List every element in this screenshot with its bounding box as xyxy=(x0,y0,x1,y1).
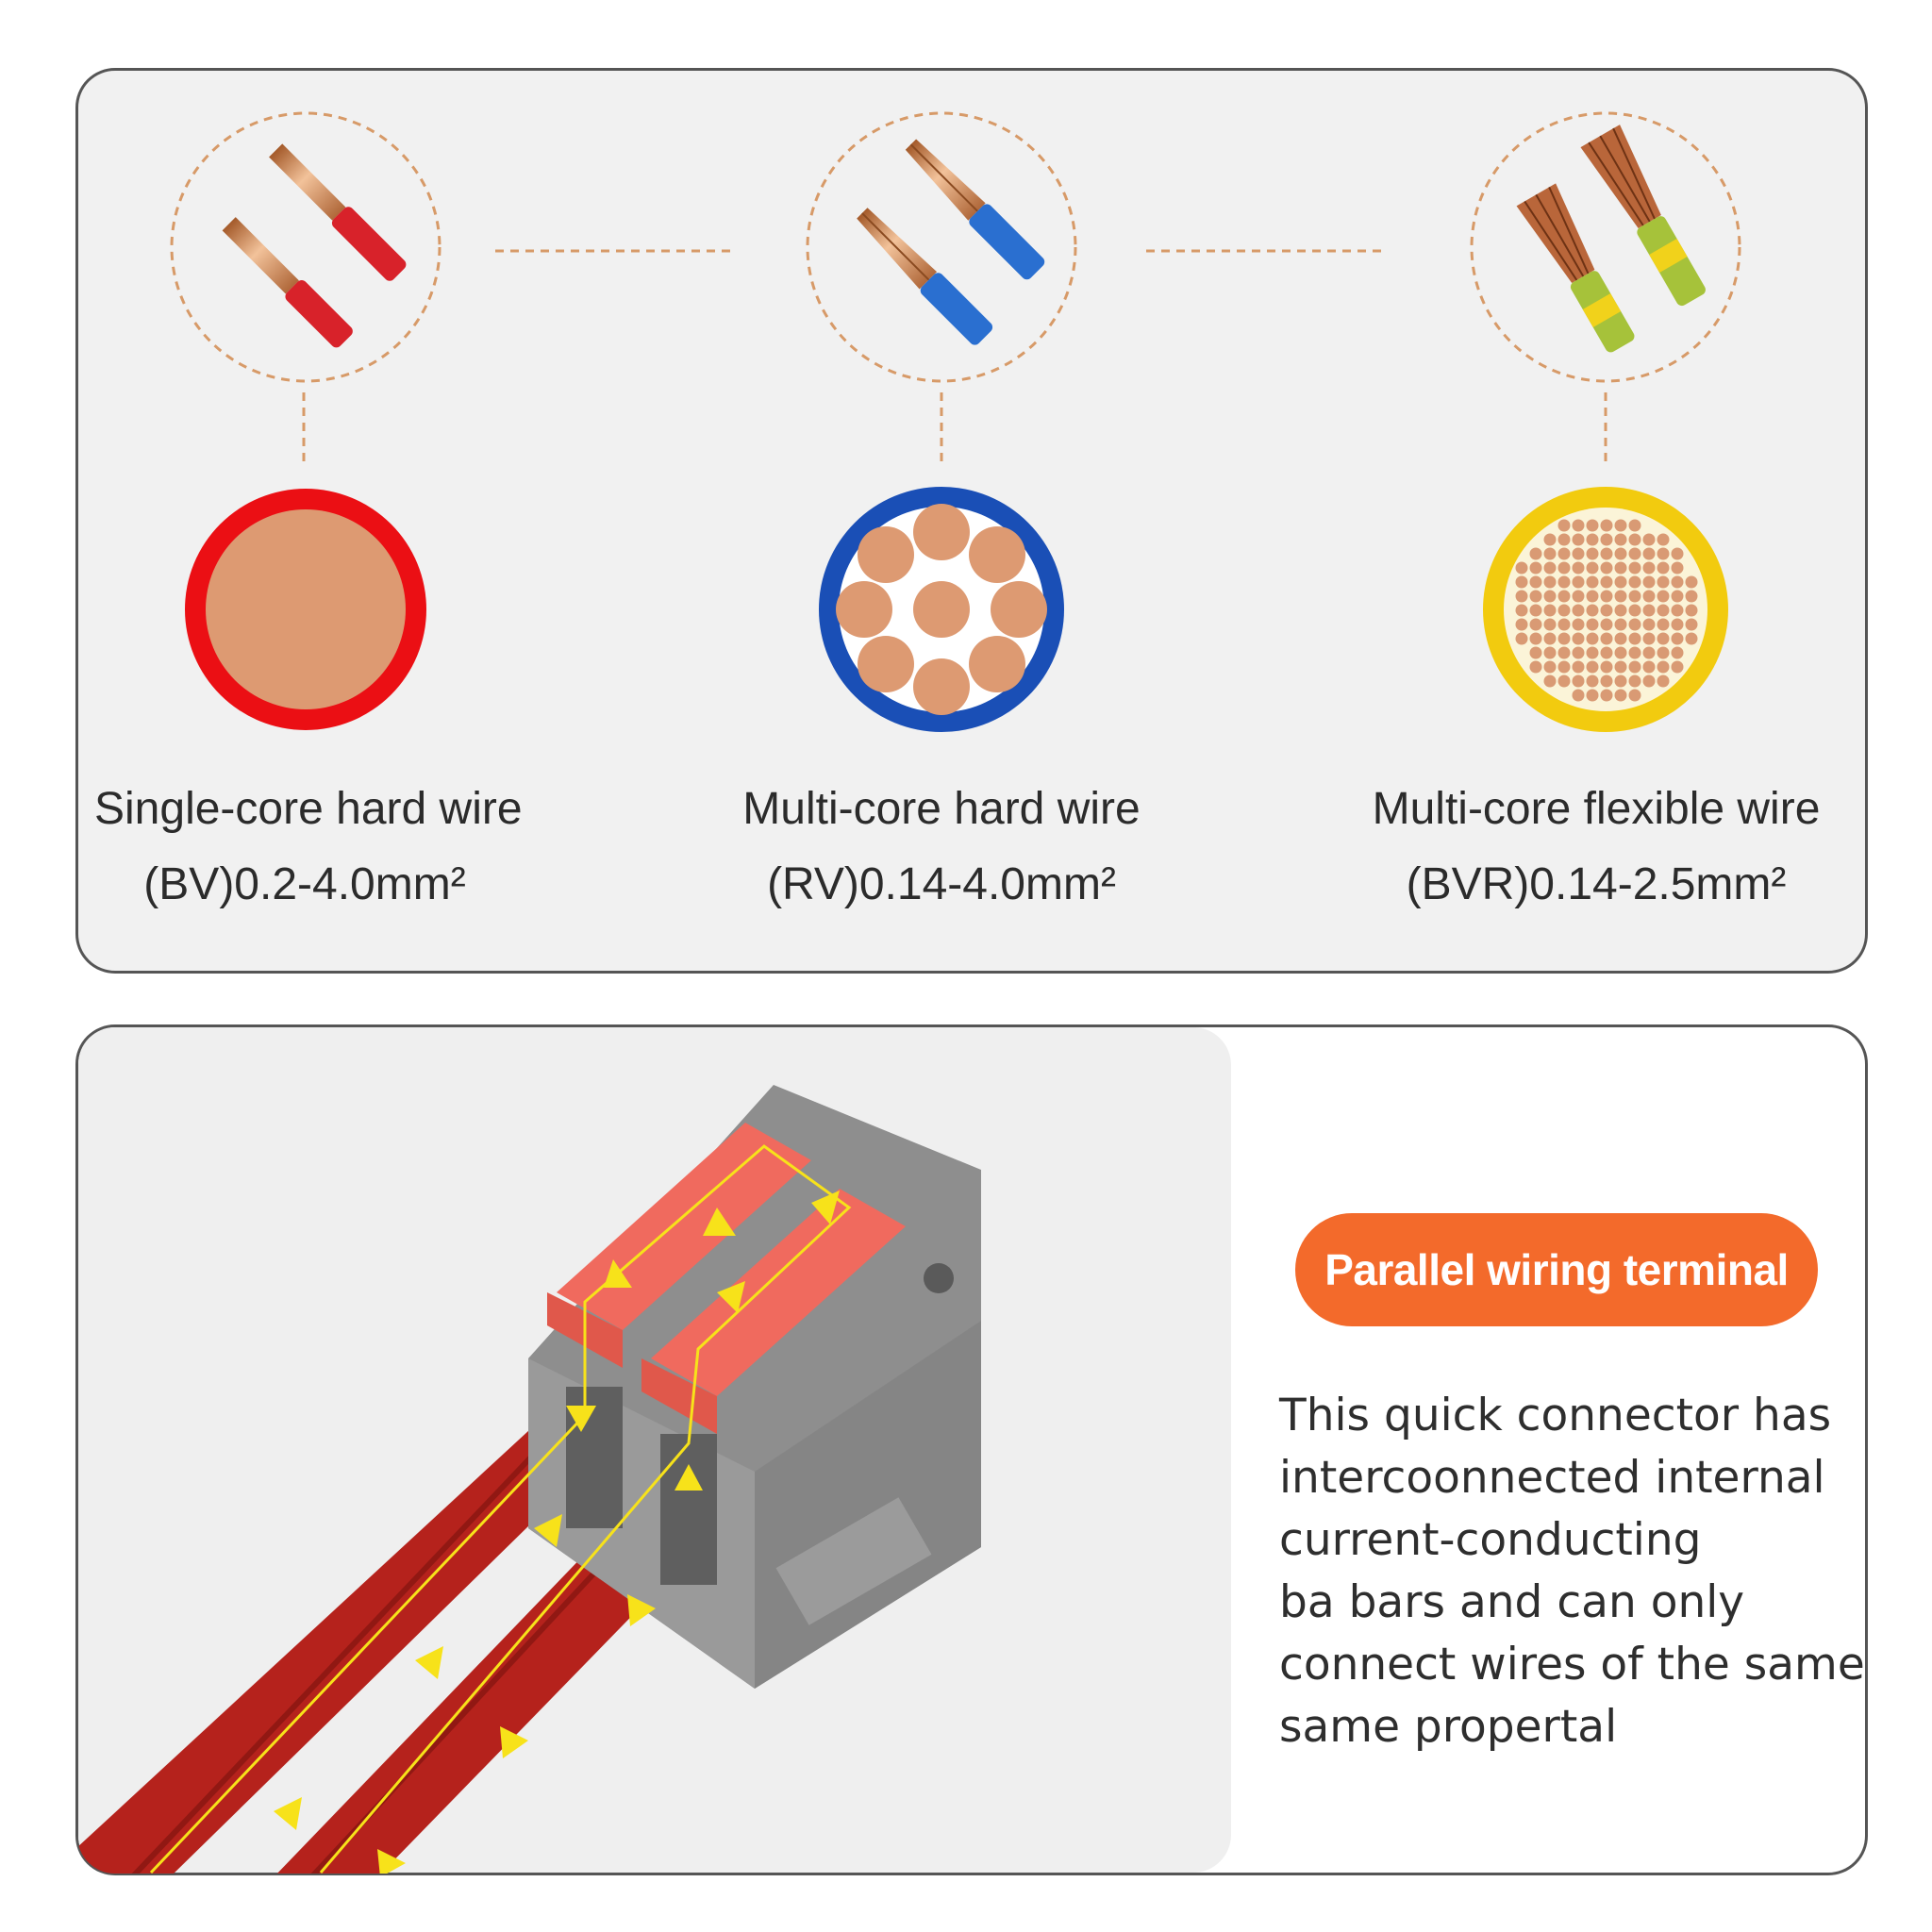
wire-types-illustration xyxy=(170,111,1741,732)
wire-name: Multi-core hard wire xyxy=(742,784,1141,834)
description-line: connect wires of the same xyxy=(1279,1639,1865,1690)
wire-label-1: Single-core hard wire (BV)0.2-4.0mm² xyxy=(94,772,523,923)
dashed-connectors xyxy=(302,249,1607,462)
terminal-description: This quick connector has intercoonnected… xyxy=(1279,1385,1865,1758)
single-core-wire-photo-icon xyxy=(222,143,407,348)
wire-label-2: Multi-core hard wire (RV)0.14-4.0mm² xyxy=(724,772,1158,923)
description-line: ba bars and can only xyxy=(1279,1576,1745,1628)
multi-core-hard-wire-photo-icon xyxy=(857,139,1045,345)
wire-spec: (RV)0.14-4.0mm² xyxy=(767,859,1116,909)
multi-core-flexible-wire-photo-icon xyxy=(1516,125,1706,353)
description-line: same propertal xyxy=(1279,1701,1618,1753)
wire-spec: (BVR)0.14-2.5mm² xyxy=(1406,859,1787,909)
multi-core-hard-cross-section-icon xyxy=(819,487,1064,732)
wire-name: Multi-core flexible wire xyxy=(1372,784,1821,834)
wire-photo-frame-2 xyxy=(806,111,1077,383)
single-core-cross-section-icon xyxy=(185,489,426,730)
description-line: This quick connector has xyxy=(1279,1390,1832,1441)
wire-photo-frame-1 xyxy=(170,111,441,383)
parallel-wiring-badge: Parallel wiring terminal xyxy=(1295,1213,1818,1326)
wire-label-3: Multi-core flexible wire (BVR)0.14-2.5mm… xyxy=(1349,772,1843,923)
wire-photo-frame-3 xyxy=(1470,111,1741,383)
wire-spec: (BV)0.2-4.0mm² xyxy=(143,859,466,909)
terminal-photo-area xyxy=(78,1027,1231,1873)
multi-core-flexible-cross-section-icon xyxy=(1483,487,1728,732)
wire-name: Single-core hard wire xyxy=(94,784,523,834)
description-line: current-conducting xyxy=(1279,1514,1702,1566)
description-line: intercoonnected internal xyxy=(1279,1452,1825,1504)
